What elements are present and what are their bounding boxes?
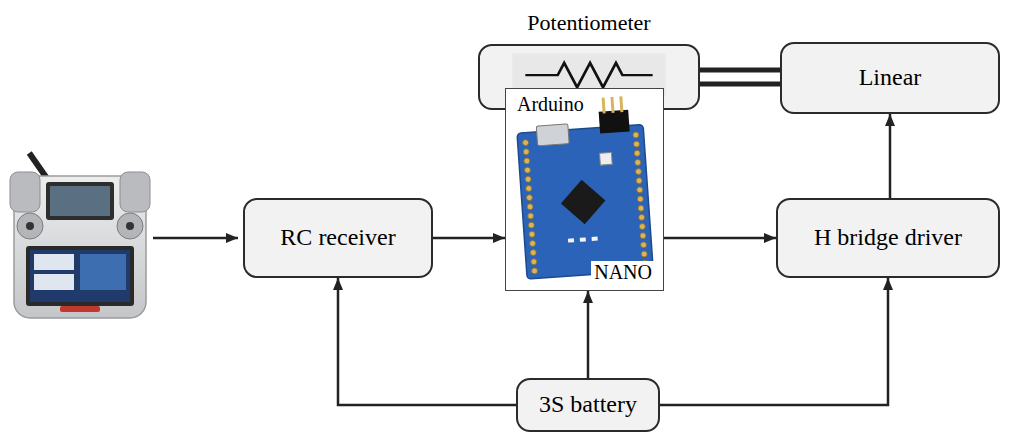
signal-arrow <box>587 291 590 378</box>
header-pin <box>603 113 606 114</box>
pin-pad <box>528 213 534 219</box>
rc-transmitter <box>10 151 150 318</box>
mechanical-link <box>700 70 780 84</box>
driver-box: H bridge driver <box>776 198 1000 278</box>
pin-pad <box>526 194 532 200</box>
node-label: H bridge driver <box>814 224 962 252</box>
pin-pad <box>527 204 533 210</box>
node-label: NANO <box>591 261 655 284</box>
pin-pad <box>638 205 644 211</box>
pin-pad <box>530 249 536 255</box>
mcu-chip <box>561 180 606 225</box>
header-pin <box>602 98 606 114</box>
pin-pad <box>531 268 537 274</box>
pin-pad <box>524 158 530 164</box>
pin-pad <box>523 149 529 155</box>
pin-pad <box>637 187 643 193</box>
led <box>580 237 586 241</box>
node-label: 3S battery <box>539 391 637 419</box>
resistor-zigzag <box>525 63 652 87</box>
battery-box: 3S battery <box>516 378 660 432</box>
pin-pad <box>633 141 639 147</box>
node-label: RC receiver <box>280 224 395 252</box>
node-label: Arduino <box>514 93 587 116</box>
pin-pad <box>634 150 640 156</box>
pin-pad <box>635 168 641 174</box>
signal-arrow <box>664 237 776 240</box>
nano-board-picture <box>506 89 663 290</box>
header-pin <box>620 112 623 113</box>
pin-pad <box>635 159 641 165</box>
controller-box: ArduinoNANO <box>505 88 664 291</box>
pin-pad <box>639 223 645 229</box>
pin-pad <box>640 233 646 239</box>
actuator-box: Linear <box>780 42 1000 114</box>
pin-pad <box>522 139 528 145</box>
usb-connector <box>536 124 569 146</box>
radio-link-arrow <box>153 237 238 240</box>
pin-pad <box>636 178 642 184</box>
pin-pad <box>529 231 535 237</box>
header-pin <box>619 96 623 112</box>
signal-arrow <box>338 278 516 405</box>
pin-pad <box>637 196 643 202</box>
led <box>592 237 598 241</box>
signal-arrow <box>660 278 888 405</box>
header-pin <box>612 112 615 113</box>
pin-pad <box>638 214 644 220</box>
signal-arrow <box>433 237 505 240</box>
pin-pad <box>529 240 535 246</box>
pin-pad <box>641 251 647 257</box>
header-pin <box>610 97 614 113</box>
pcb <box>517 125 653 280</box>
pin-pad <box>640 242 646 248</box>
node-label: Linear <box>859 64 922 92</box>
pin-pad <box>524 167 530 173</box>
pin-pad <box>633 132 639 138</box>
pin-pad <box>526 185 532 191</box>
signal-arrow <box>889 114 892 198</box>
pin-pad <box>528 222 534 228</box>
node-label: Potentiometer <box>480 10 698 35</box>
pin-pad <box>531 259 537 265</box>
reset-button <box>600 152 613 165</box>
receiver-box: RC receiver <box>243 198 433 278</box>
led <box>568 238 574 242</box>
pin-pad <box>525 176 531 182</box>
